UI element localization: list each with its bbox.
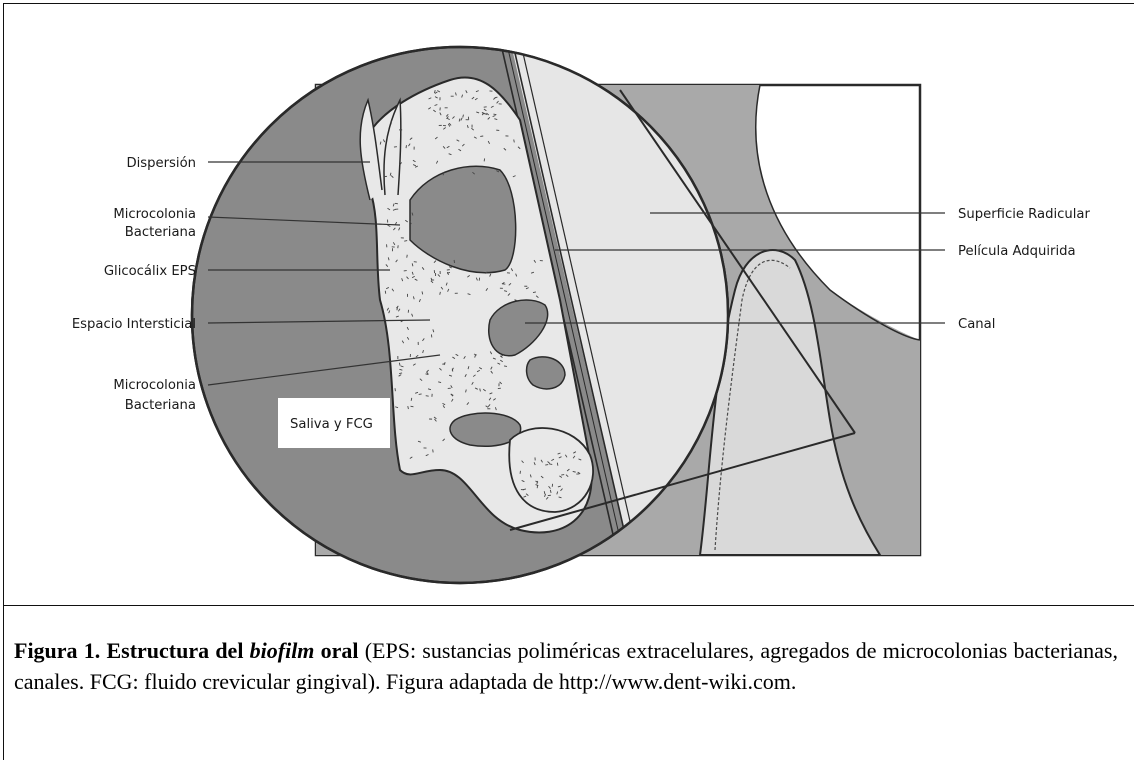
caption-divider xyxy=(3,605,1134,606)
bacteria-speck xyxy=(484,158,485,161)
bacteria-speck xyxy=(410,406,413,407)
saliva-box-label: Saliva y FCG xyxy=(290,417,373,432)
bacteria-speck xyxy=(493,114,496,115)
bacteria-speck xyxy=(514,139,515,142)
bacteria-speck xyxy=(557,463,558,466)
bacteria-speck xyxy=(399,363,400,366)
bacteria-speck xyxy=(395,203,398,204)
bacteria-speck xyxy=(408,406,409,409)
bacteria-speck xyxy=(504,366,507,367)
saliva-box: Saliva y FCG xyxy=(278,398,390,448)
label-microcolonia-1: MicrocoloniaBacteriana xyxy=(113,207,196,240)
label-pelicula-adquirida: Película Adquirida xyxy=(958,243,1076,259)
bacteria-speck xyxy=(533,292,536,293)
bacteria-speck xyxy=(573,471,576,472)
label-espacio-intersticial: Espacio Intersticial xyxy=(72,317,196,332)
bacteria-speck xyxy=(397,307,398,310)
bacteria-speck xyxy=(407,255,408,258)
bacteria-speck xyxy=(442,364,445,365)
bacteria-speck xyxy=(411,398,412,401)
figure-caption: Figura 1. Estructura del biofilm oral (E… xyxy=(14,635,1118,697)
label-canal: Canal xyxy=(958,317,995,332)
left-labels: Dispersión MicrocoloniaBacteriana Glicoc… xyxy=(72,155,196,413)
biofilm-diagram: Saliva y FCG Dispersión MicrocoloniaBact… xyxy=(0,0,1134,605)
label-glicocalix: Glicocálix EPS xyxy=(104,263,196,279)
bacteria-speck xyxy=(404,241,407,242)
caption-figure-italic: biofilm xyxy=(250,638,315,663)
right-labels: Superficie Radicular Película Adquirida … xyxy=(958,207,1091,332)
label-dispersion: Dispersión xyxy=(126,155,196,171)
bacteria-speck xyxy=(419,394,422,395)
caption-figure-label-end: oral xyxy=(314,638,358,663)
caption-figure-label: Figura 1. Estructura del xyxy=(14,638,250,663)
label-superficie-radicular: Superficie Radicular xyxy=(958,207,1091,222)
